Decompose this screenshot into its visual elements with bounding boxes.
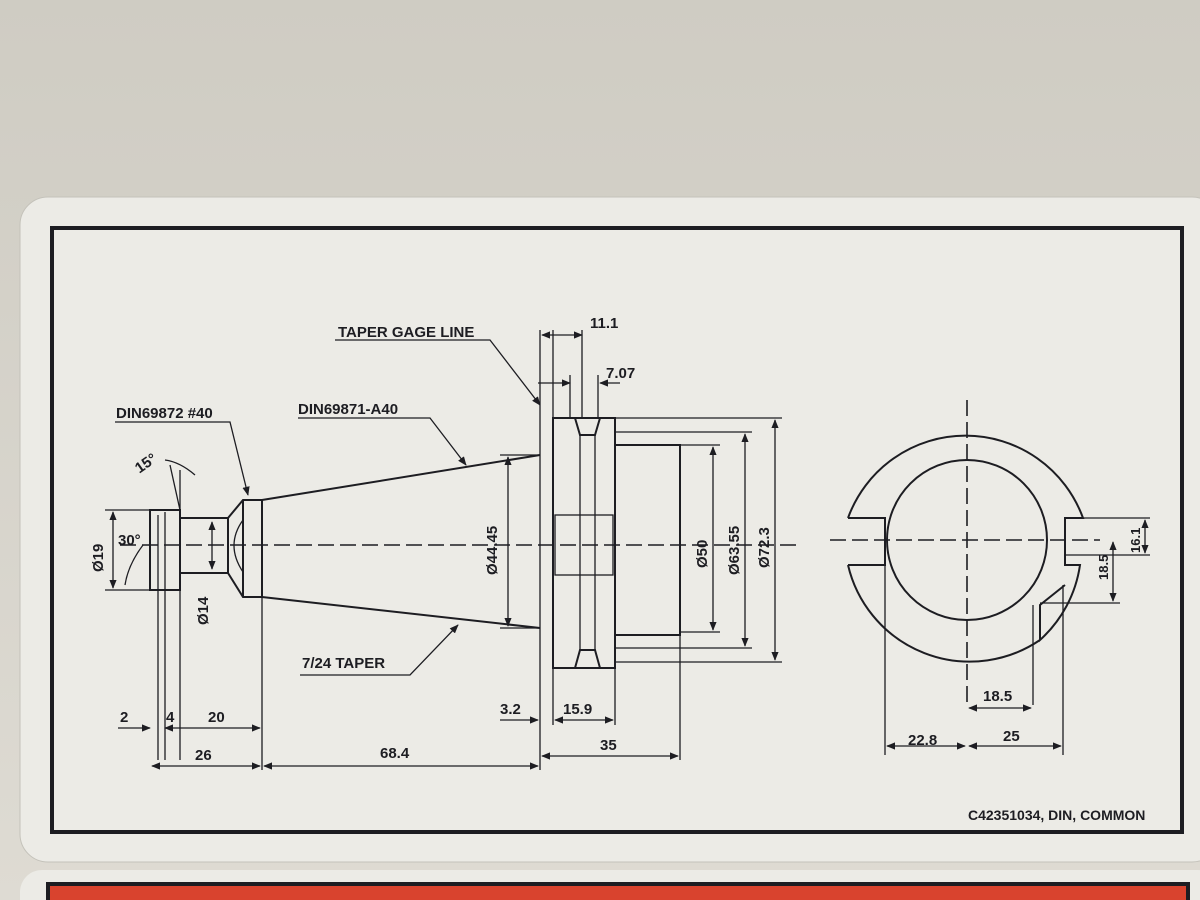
dim-d72: Ø72.3 [756, 527, 773, 568]
dim-4: 4 [166, 709, 175, 726]
dim-7-07: 7.07 [606, 365, 635, 382]
drawing-border [50, 226, 1184, 834]
part-code: C42351034, DIN, COMMON [968, 807, 1145, 823]
dim-22-8: 22.8 [908, 732, 937, 749]
taper-label: 7/24 TAPER [302, 655, 385, 672]
dim-d63: Ø63.55 [726, 526, 743, 575]
label-card [19, 196, 1200, 863]
dim-d14: Ø14 [195, 596, 212, 625]
dim-20: 20 [208, 709, 225, 726]
dim-18-5-vertical: 18.5 [1096, 555, 1111, 580]
tool-holder-end-view [830, 400, 1150, 755]
tool-holder-side-view [105, 330, 782, 770]
dim-26: 26 [195, 747, 212, 764]
dim-18-5-horizontal: 18.5 [983, 688, 1012, 705]
dim-11-1: 11.1 [590, 315, 618, 332]
din69872-label: DIN69872 #40 [116, 405, 213, 422]
dim-15-9: 15.9 [563, 701, 592, 718]
taper-gage-line-label: TAPER GAGE LINE [338, 324, 474, 341]
warning-red-panel [46, 882, 1190, 900]
din69871-label: DIN69871-A40 [298, 401, 398, 418]
dim-2: 2 [120, 709, 128, 726]
angle-30: 30° [118, 532, 141, 549]
dim-35: 35 [600, 737, 617, 754]
dim-3-2: 3.2 [500, 701, 521, 718]
dim-d19: Ø19 [90, 544, 107, 572]
dim-68-4: 68.4 [380, 745, 410, 762]
dim-d44: Ø44.45 [484, 526, 501, 575]
dim-25: 25 [1003, 728, 1020, 745]
dim-16-1: 16.1 [1128, 528, 1143, 553]
dim-d50: Ø50 [694, 540, 711, 568]
